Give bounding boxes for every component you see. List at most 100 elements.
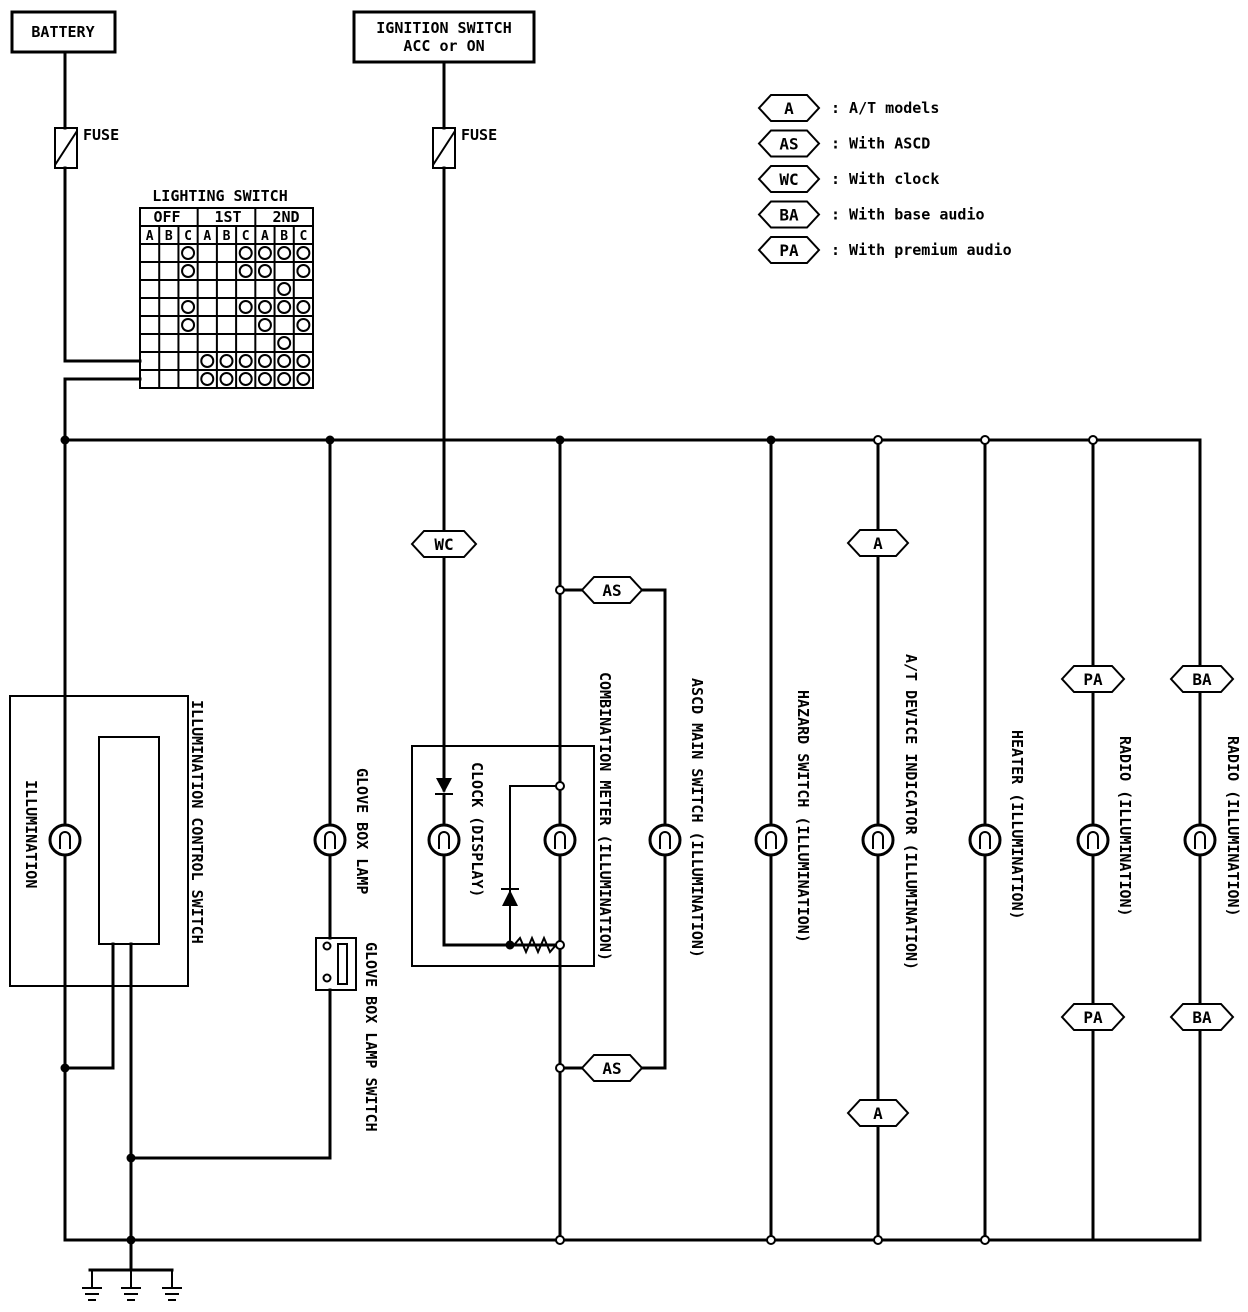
lamp-icon — [648, 823, 682, 857]
junction-dot — [126, 1153, 136, 1163]
switch-column-label: B — [165, 229, 173, 244]
junction-terminal — [766, 1235, 776, 1245]
switch-column-label: B — [280, 229, 288, 244]
switch-contact — [200, 354, 215, 368]
lamp-icon — [48, 823, 82, 857]
switch-contact — [181, 300, 196, 314]
position-2nd: 2ND — [272, 208, 299, 226]
legend-tag-pa: PA — [757, 236, 821, 264]
switch-contact — [257, 354, 272, 368]
lamp-icon — [427, 823, 461, 857]
glove-box-lamp-switch: GLOVE BOX LAMP SWITCH — [315, 937, 380, 1132]
switch-contact — [277, 246, 292, 260]
switch-contact — [219, 372, 234, 386]
lighting-switch-title: LIGHTING SWITCH — [152, 187, 287, 205]
connector-tag-a-top-label: A — [873, 534, 883, 553]
connector-tag-wc-label: WC — [434, 535, 453, 554]
hazard-switch-label: HAZARD SWITCH (ILLUMINATION) — [794, 690, 812, 943]
switch-contact — [238, 372, 253, 386]
switch-column-label: C — [184, 229, 192, 244]
switch-contact — [277, 354, 292, 368]
switch-contact — [238, 300, 253, 314]
junction-terminal — [555, 1063, 565, 1073]
switch-contact — [296, 264, 311, 278]
glove-box-lamp-switch-label: GLOVE BOX LAMP SWITCH — [362, 942, 380, 1132]
legend-tag-a-label: A — [784, 99, 794, 118]
ground-icon — [82, 1268, 182, 1301]
illumination-control-switch-label: ILLUMINATION CONTROL SWITCH — [188, 700, 206, 944]
clock-display-label: CLOCK (DISPLAY) — [468, 762, 486, 897]
heater-label: HEATER (ILLUMINATION) — [1008, 730, 1026, 920]
connector-tag-wc: WC — [410, 530, 478, 558]
lamp-icon — [1076, 823, 1110, 857]
junction-terminal — [555, 1235, 565, 1245]
meter-diode-icon — [501, 888, 519, 906]
lighting-switch-grid — [139, 207, 314, 389]
junction-terminal — [873, 1235, 883, 1245]
junction-dot — [505, 940, 515, 950]
ignition-fuse: FUSE — [432, 126, 497, 169]
battery-fuse: FUSE — [54, 126, 119, 169]
switch-contact — [296, 372, 311, 386]
junction-terminal — [980, 435, 990, 445]
connector-tag-as-top-label: AS — [602, 581, 621, 600]
junction-dot — [555, 435, 565, 445]
ignition-switch-box: IGNITION SWITCH ACC or ON — [352, 10, 536, 64]
clock-diode-icon — [435, 778, 453, 795]
junction-terminal — [980, 1235, 990, 1245]
illumination-control-switch: ILLUMINATION CONTROL SWITCH ILLUMINATION — [9, 695, 206, 987]
junction-terminal — [555, 781, 565, 791]
lamp-icon — [1183, 823, 1217, 857]
ignition-switch-label: IGNITION SWITCH — [376, 19, 511, 37]
junction-terminal — [555, 940, 565, 950]
switch-contact — [181, 246, 196, 260]
glove-box-lamp-label: GLOVE BOX LAMP — [353, 768, 371, 894]
ignition-fuse-label: FUSE — [461, 126, 497, 144]
connector-tag-a-top: A — [846, 529, 910, 557]
lamp-icon — [543, 823, 577, 857]
connector-tag-a-bottom: A — [846, 1099, 910, 1127]
legend-text: : With premium audio — [831, 241, 1012, 259]
legend-text: : With ASCD — [831, 135, 930, 153]
switch-contact — [257, 264, 272, 278]
switch-column-label: A — [261, 229, 269, 244]
legend-tag-as-label: AS — [779, 135, 798, 154]
connector-tag-as-top: AS — [580, 576, 644, 604]
radio-premium-label: RADIO (ILLUMINATION) — [1116, 736, 1134, 917]
legend-text: : A/T models — [831, 99, 939, 117]
switch-contact — [181, 264, 196, 278]
switch-contact — [257, 246, 272, 260]
switch-contact — [257, 372, 272, 386]
legend-text: : With clock — [831, 170, 939, 188]
switch-contact — [277, 372, 292, 386]
switch-contact — [296, 300, 311, 314]
switch-contact — [257, 318, 272, 332]
junction-terminal — [873, 435, 883, 445]
position-1st: 1ST — [214, 208, 241, 226]
illumination-label: ILLUMINATION — [22, 780, 40, 888]
switch-contact — [238, 264, 253, 278]
switch-column-label: C — [299, 229, 307, 244]
connector-tag-pa-bottom: PA — [1060, 1003, 1126, 1031]
connector-tag-pa-top-label: PA — [1083, 670, 1103, 689]
switch-column-label: A — [203, 229, 211, 244]
connector-tag-ba-bottom-label: BA — [1192, 1008, 1212, 1027]
lamp-icon — [968, 823, 1002, 857]
battery-label: BATTERY — [31, 23, 94, 41]
ascd-main-switch-label: ASCD MAIN SWITCH (ILLUMINATION) — [688, 678, 706, 958]
legend-text: : With base audio — [831, 206, 985, 224]
legend-tag-ba-label: BA — [779, 206, 799, 225]
switch-column-label: C — [242, 229, 250, 244]
switch-contact — [277, 336, 292, 350]
switch-contact — [257, 300, 272, 314]
switch-contact — [181, 318, 196, 332]
connector-tag-a-bottom-label: A — [873, 1104, 883, 1123]
battery-fuse-label: FUSE — [83, 126, 119, 144]
position-off: OFF — [153, 208, 180, 226]
connector-tag-ba-top: BA — [1169, 665, 1235, 693]
junction-dot — [126, 1235, 136, 1245]
switch-contact — [296, 354, 311, 368]
connector-tag-pa-top: PA — [1060, 665, 1126, 693]
switch-contact — [296, 318, 311, 332]
